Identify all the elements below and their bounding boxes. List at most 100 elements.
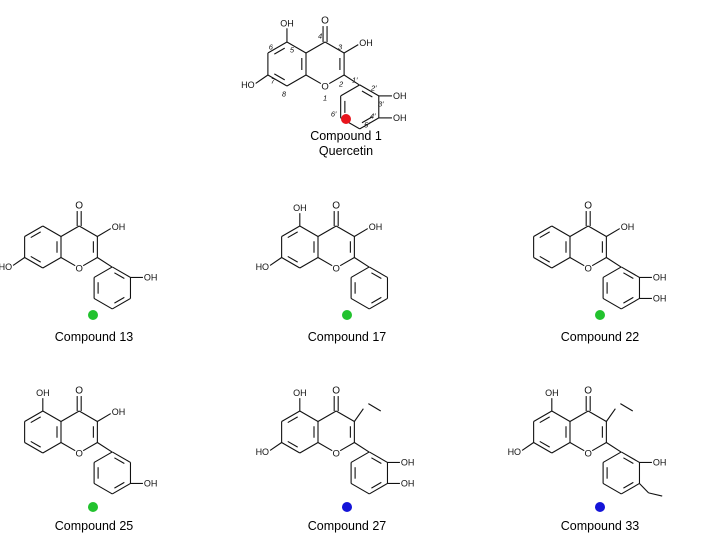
hydroxyl-4p: OH bbox=[144, 478, 158, 488]
bond bbox=[359, 84, 380, 97]
bond bbox=[335, 225, 355, 237]
bond bbox=[591, 257, 607, 267]
bond bbox=[602, 451, 622, 463]
bond bbox=[350, 482, 370, 495]
hydroxyl-3p: OH bbox=[401, 457, 415, 467]
bond bbox=[587, 225, 607, 237]
compound-label: Compound 25 bbox=[54, 519, 134, 533]
bond bbox=[305, 41, 326, 54]
bond bbox=[569, 410, 589, 422]
double-bond bbox=[371, 296, 382, 304]
compound-label: Compound 27 bbox=[307, 519, 387, 533]
activity-dot-compound-1 bbox=[341, 114, 351, 124]
double-bond bbox=[114, 296, 125, 304]
double-bond bbox=[287, 231, 298, 239]
hydroxyl-7: HO bbox=[0, 262, 12, 272]
double-bond bbox=[371, 481, 382, 489]
bond bbox=[354, 228, 369, 237]
bond bbox=[24, 442, 44, 454]
bond bbox=[82, 442, 98, 452]
bond bbox=[60, 442, 76, 452]
bond bbox=[97, 413, 112, 422]
hydroxyl-3p: OH bbox=[653, 457, 667, 467]
double-bond bbox=[30, 231, 41, 239]
compound-label: Compound 17 bbox=[307, 330, 387, 344]
atom-number: 2′ bbox=[370, 83, 377, 92]
bond bbox=[255, 74, 269, 84]
atom-number: 1′ bbox=[352, 75, 358, 84]
bond bbox=[82, 257, 98, 267]
inter-ring-bond bbox=[606, 257, 622, 268]
bond bbox=[286, 74, 307, 87]
bond bbox=[281, 257, 301, 269]
bond bbox=[621, 266, 640, 278]
bond bbox=[602, 266, 622, 278]
bond bbox=[350, 297, 370, 310]
bond bbox=[621, 451, 640, 463]
bond bbox=[93, 266, 113, 278]
hydroxyl-3p: OH bbox=[144, 272, 158, 282]
bond bbox=[269, 442, 282, 451]
carbonyl-oxygen: O bbox=[584, 386, 592, 397]
bond bbox=[269, 257, 282, 266]
carbonyl-oxygen: O bbox=[75, 201, 83, 212]
inter-ring-bond bbox=[354, 257, 370, 268]
double-bond bbox=[623, 457, 634, 465]
bond bbox=[112, 451, 131, 463]
hydroxyl-3: OH bbox=[369, 222, 383, 232]
double-bond bbox=[623, 481, 634, 489]
bond bbox=[24, 225, 44, 237]
bond bbox=[339, 257, 355, 267]
atom-number: 5′ bbox=[364, 120, 370, 129]
bond bbox=[621, 297, 640, 310]
hydroxyl-3p: OH bbox=[393, 91, 407, 101]
double-bond bbox=[539, 416, 550, 424]
ring-oxygen: O bbox=[332, 449, 339, 460]
hydroxyl-5: OH bbox=[545, 388, 559, 398]
bond bbox=[340, 84, 361, 97]
atom-number: 6 bbox=[269, 43, 274, 52]
inter-ring-bond bbox=[606, 442, 622, 453]
bond bbox=[551, 410, 571, 422]
activity-dot-compound-33 bbox=[595, 502, 605, 512]
atom-number: 4′ bbox=[370, 111, 376, 120]
bond bbox=[350, 451, 370, 463]
bond bbox=[605, 408, 616, 422]
caption-compound-27: Compound 27 bbox=[237, 519, 457, 534]
bond bbox=[112, 297, 131, 310]
caption-compound-22: Compound 22 bbox=[490, 330, 710, 345]
bond bbox=[369, 482, 388, 495]
bond bbox=[369, 266, 388, 278]
caption-compound-25: Compound 25 bbox=[0, 519, 204, 534]
bond bbox=[299, 410, 319, 422]
carbonyl-oxygen: O bbox=[584, 201, 592, 212]
bond bbox=[281, 225, 301, 237]
bond bbox=[533, 225, 553, 237]
bond bbox=[369, 297, 388, 310]
bond bbox=[281, 442, 301, 454]
atom-number: 7 bbox=[271, 77, 276, 86]
bond bbox=[602, 482, 622, 495]
bond bbox=[343, 44, 359, 54]
double-bond bbox=[623, 296, 634, 304]
carbonyl-oxygen: O bbox=[75, 386, 83, 397]
ring-oxygen: O bbox=[75, 449, 82, 460]
bond bbox=[305, 74, 322, 85]
atom-number: 4 bbox=[318, 32, 322, 41]
bond bbox=[620, 403, 634, 412]
bond bbox=[24, 257, 44, 269]
activity-dot-compound-13 bbox=[88, 310, 98, 320]
ring-oxygen: O bbox=[584, 264, 591, 275]
bond bbox=[587, 410, 607, 422]
double-bond bbox=[361, 116, 373, 124]
bond bbox=[42, 410, 62, 422]
bond bbox=[328, 74, 345, 85]
bond bbox=[93, 451, 113, 463]
caption-compound-17: Compound 17 bbox=[237, 330, 457, 345]
ring-oxygen: O bbox=[332, 264, 339, 275]
